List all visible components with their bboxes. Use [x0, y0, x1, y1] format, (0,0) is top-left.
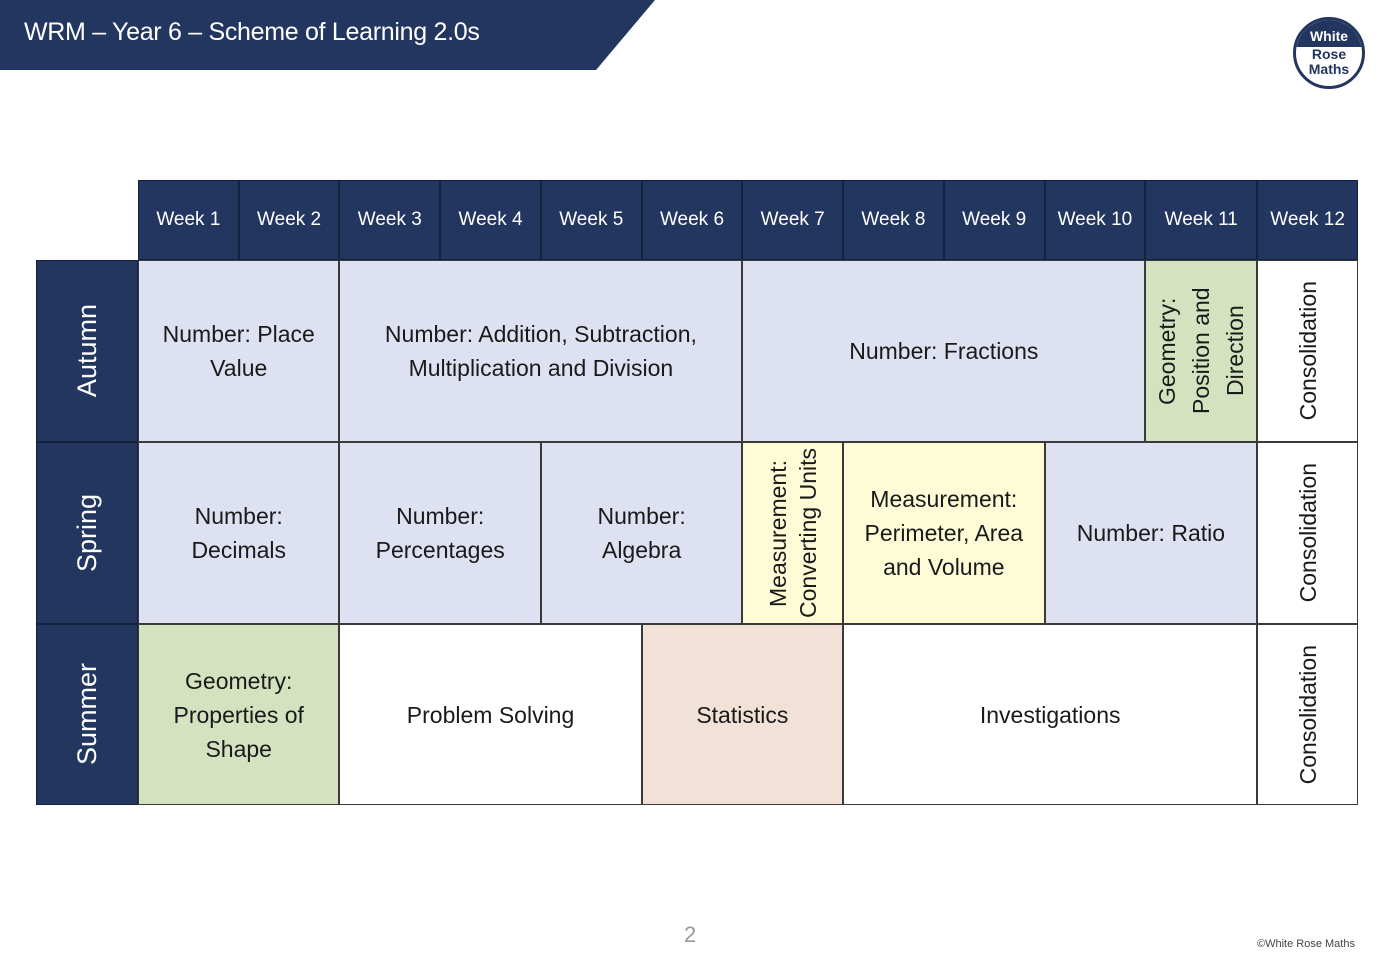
week-header: Week 3 [339, 180, 441, 260]
unit-label: Consolidation [1294, 644, 1321, 785]
week-header: Week 11 [1145, 180, 1258, 260]
unit-cell: Number: Fractions [742, 260, 1146, 442]
unit-cell: Measurement: Converting Units [742, 442, 844, 624]
week-header: Week 1 [138, 180, 239, 260]
logo-line-3: Maths [1308, 61, 1350, 77]
page-title: WRM – Year 6 – Scheme of Learning 2.0s [24, 18, 480, 46]
term-label: Spring [72, 493, 102, 573]
unit-cell: Investigations [843, 624, 1258, 805]
unit-cell: Geometry: Properties of Shape [138, 624, 340, 805]
unit-label: Measurement: Converting Units [764, 447, 821, 619]
unit-cell: Number: Decimals [138, 442, 340, 624]
term-summer: Summer [36, 624, 138, 805]
corner-blank [36, 180, 138, 260]
white-rose-maths-logo: White Rose Maths [1293, 17, 1365, 89]
term-label: Autumn [72, 304, 102, 398]
title-banner: WRM – Year 6 – Scheme of Learning 2.0s [0, 0, 655, 70]
unit-cell: Number: Place Value [138, 260, 340, 442]
unit-cell: Measurement: Perimeter, Area and Volume [843, 442, 1045, 624]
week-header: Week 5 [540, 180, 642, 260]
week-header: Week 12 [1257, 180, 1358, 260]
unit-cell: Consolidation [1257, 442, 1358, 624]
copyright: ©White Rose Maths [1257, 938, 1355, 950]
unit-cell: Consolidation [1257, 260, 1358, 442]
unit-label: Consolidation [1294, 463, 1321, 603]
logo-line-2: Rose [1311, 46, 1347, 62]
scheme-table: Week 1 Week 2 Week 3 Week 4 Week 5 Week … [36, 180, 1358, 805]
unit-cell: Number: Algebra [540, 442, 743, 624]
week-header: Week 6 [641, 180, 743, 260]
week-header: Week 9 [943, 180, 1045, 260]
term-spring: Spring [36, 442, 138, 624]
page-number: 2 [684, 922, 697, 947]
unit-cell: Statistics [641, 624, 844, 805]
unit-cell: Problem Solving [339, 624, 642, 805]
week-header: Week 10 [1044, 180, 1146, 260]
unit-label: Consolidation [1294, 281, 1321, 421]
unit-cell: Number: Percentages [339, 442, 541, 624]
term-autumn: Autumn [36, 260, 138, 442]
term-label: Summer [72, 663, 102, 766]
unit-cell: Number: Ratio [1044, 442, 1258, 624]
unit-label: Geometry: Position and Direction [1154, 287, 1249, 415]
week-header: Week 4 [440, 180, 541, 260]
week-header: Week 8 [843, 180, 944, 260]
week-header: Week 7 [742, 180, 844, 260]
logo-line-1: White [1296, 20, 1362, 47]
week-header: Week 2 [238, 180, 340, 260]
unit-cell: Number: Addition, Subtraction, Multiplic… [339, 260, 743, 442]
unit-cell: Geometry: Position and Direction [1145, 260, 1258, 442]
unit-cell: Consolidation [1257, 624, 1358, 805]
